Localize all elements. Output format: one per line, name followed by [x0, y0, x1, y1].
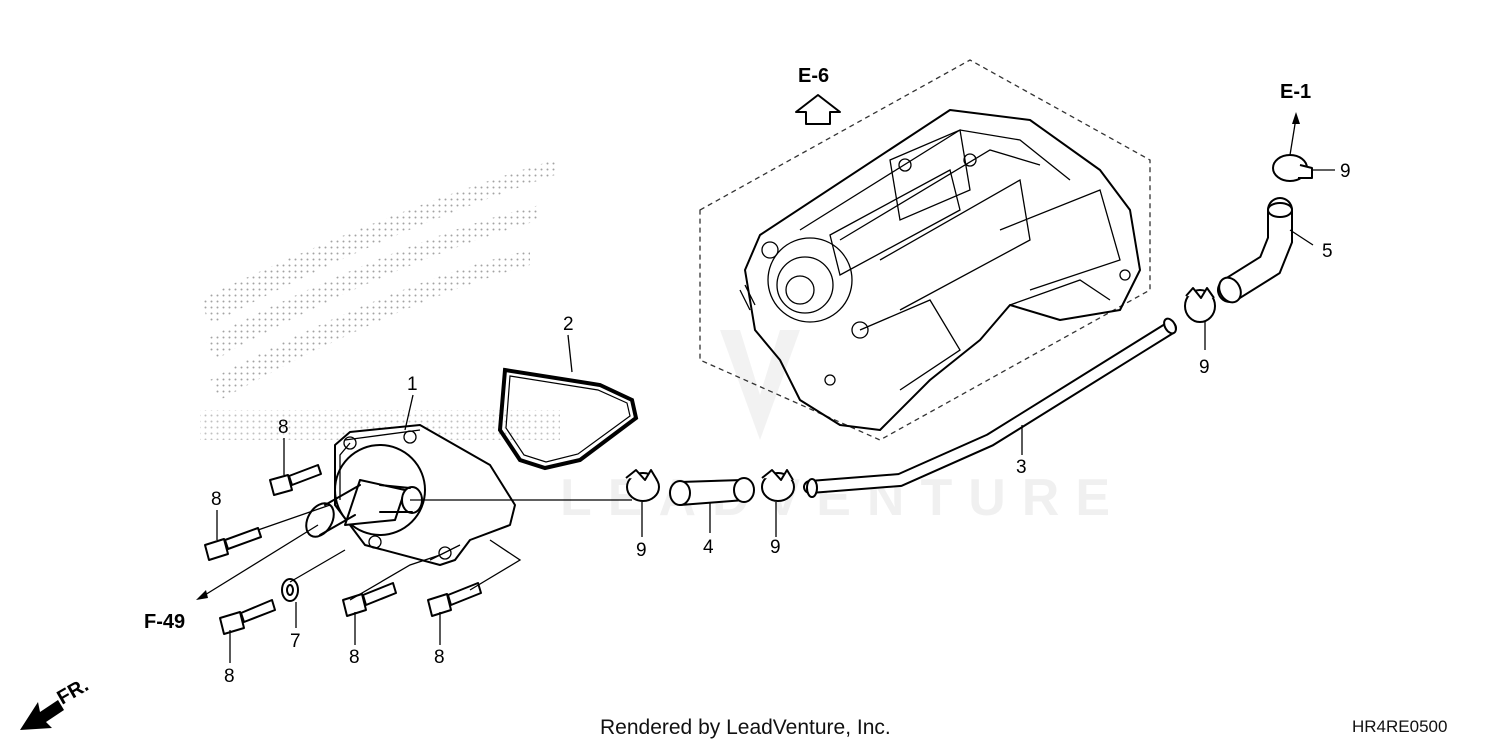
callout-3: 3 — [1016, 457, 1027, 478]
watermark-emblem — [720, 330, 800, 440]
water-pipe — [803, 321, 1177, 494]
callout-8: 8 — [224, 666, 235, 687]
hose-clamp — [1272, 154, 1313, 182]
hose-clamp — [625, 469, 660, 502]
gasket — [497, 367, 639, 471]
bolt — [269, 464, 322, 496]
engine-block — [739, 109, 1141, 431]
bolt — [342, 582, 397, 617]
up-arrow-icon — [795, 94, 841, 125]
reference-e1: E-1 — [1280, 81, 1311, 103]
callout-9: 9 — [1340, 161, 1351, 182]
hose-short — [669, 477, 755, 506]
callout-8: 8 — [434, 647, 445, 668]
engine-outline — [699, 59, 1151, 441]
callout-8: 8 — [349, 647, 360, 668]
reference-f49: F-49 — [144, 611, 185, 633]
callout-9: 9 — [1199, 357, 1210, 378]
leader-lines — [199, 117, 1335, 663]
footer-credit: Rendered by LeadVenture, Inc. — [600, 716, 891, 739]
callout-4: 4 — [703, 537, 714, 558]
callout-8: 8 — [211, 489, 222, 510]
reference-e6: E-6 — [798, 65, 829, 87]
arrowhead — [1292, 112, 1300, 124]
callout-7: 7 — [290, 631, 301, 652]
hose-clamp — [1184, 287, 1216, 323]
wing-logo — [200, 160, 560, 440]
callout-8: 8 — [278, 417, 289, 438]
arrowhead — [196, 590, 208, 600]
callout-5: 5 — [1322, 241, 1333, 262]
diagram-code: HR4RE0500 — [1352, 717, 1448, 736]
callout-9: 9 — [636, 540, 647, 561]
callout-9: 9 — [770, 537, 781, 558]
water-pipe-inner — [805, 323, 1175, 492]
water-pump — [305, 424, 516, 566]
bolt — [204, 527, 262, 561]
callout-2: 2 — [563, 314, 574, 335]
hose-clamp — [761, 469, 795, 502]
front-arrow-icon — [20, 700, 64, 730]
bolt — [219, 599, 276, 635]
washer — [281, 578, 299, 602]
callout-1: 1 — [407, 374, 418, 395]
